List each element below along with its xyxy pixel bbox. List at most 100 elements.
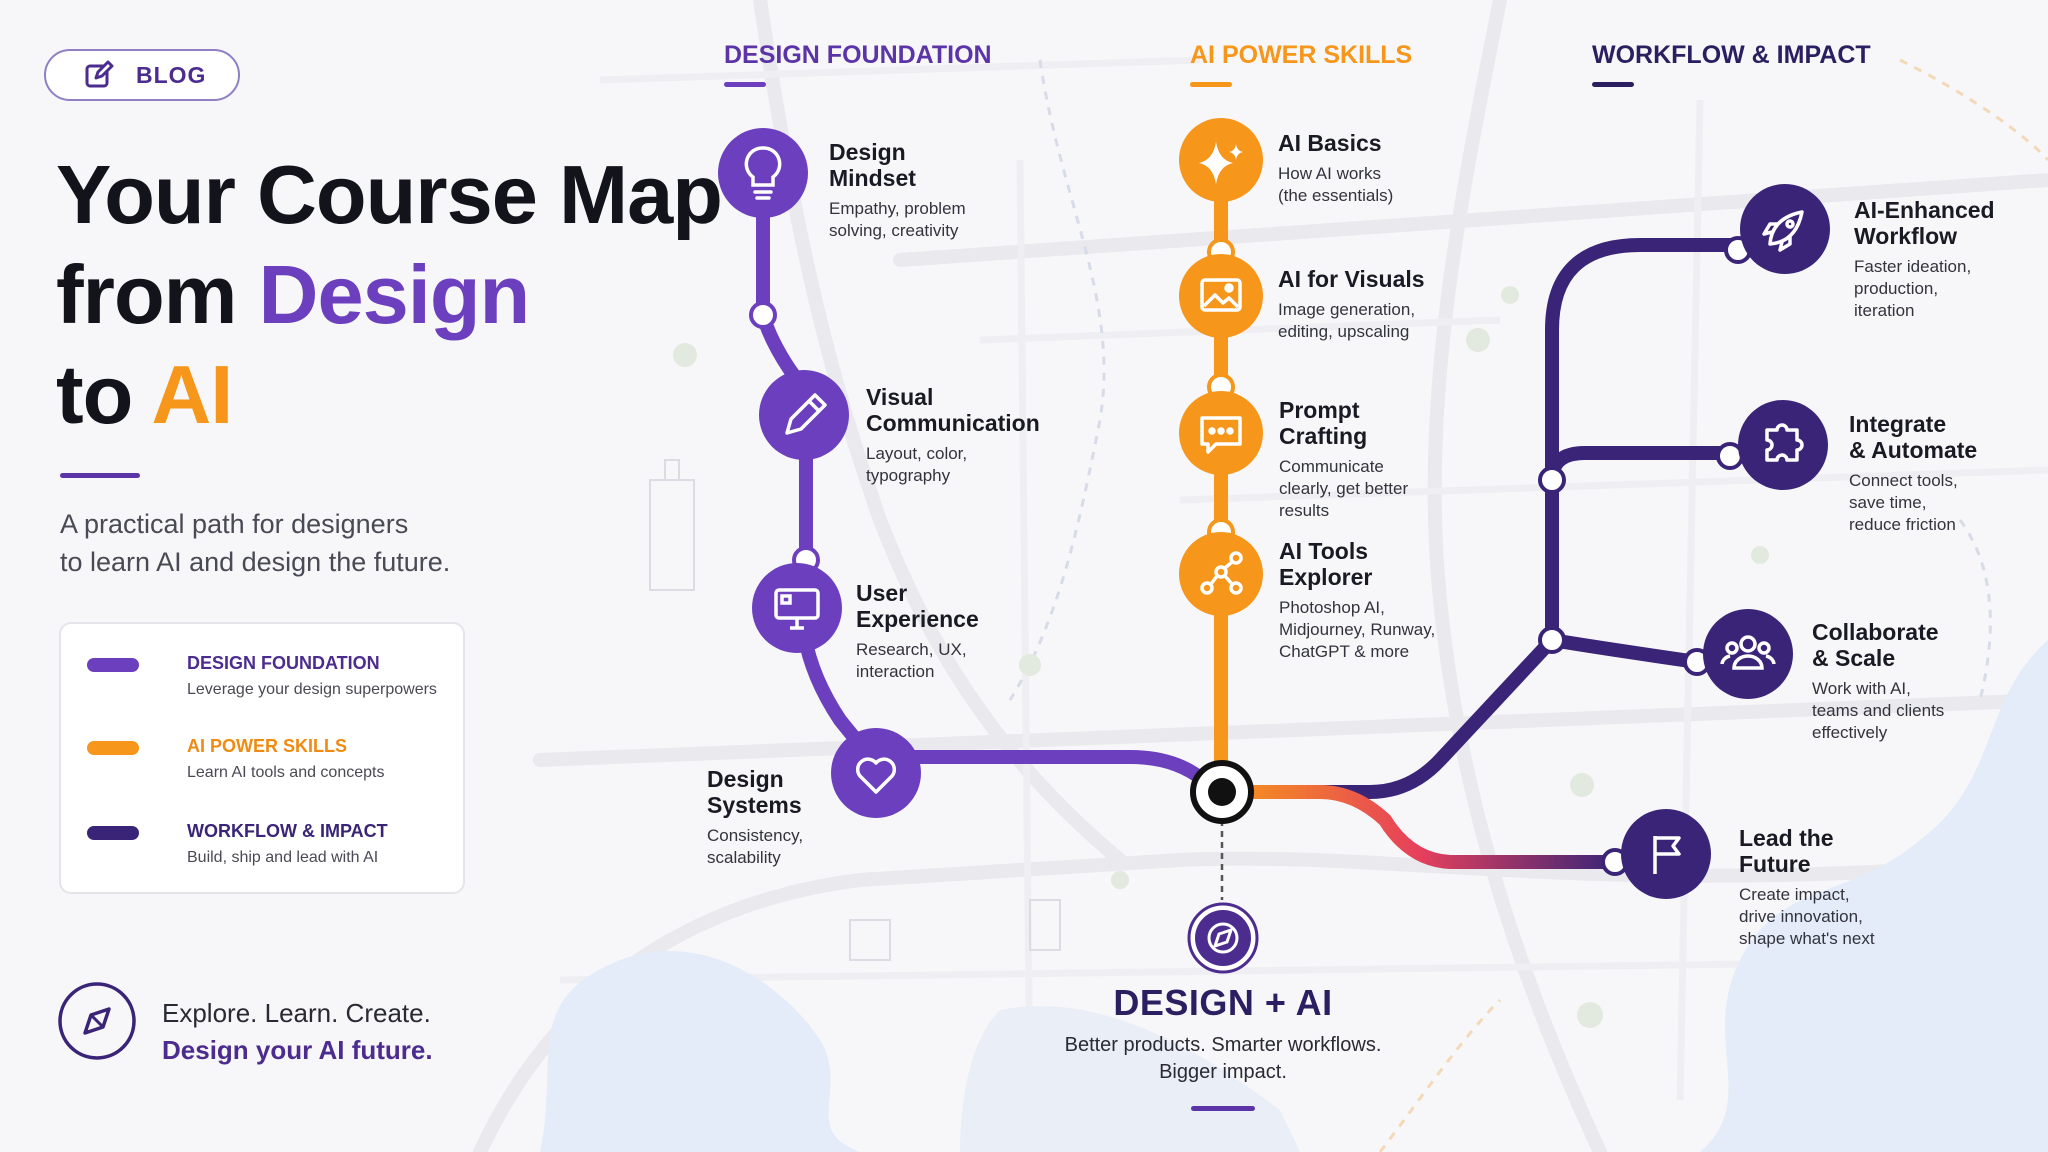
- legend-swatch: [87, 826, 139, 840]
- lightbulb-icon: [744, 146, 782, 200]
- stop-title: Prompt: [1279, 397, 1360, 423]
- stop-title: Lead the: [1739, 825, 1834, 851]
- stop-title: Crafting: [1279, 423, 1368, 449]
- hub-desc-line-1: Better products. Smarter workflows.: [1064, 1034, 1382, 1056]
- subtitle-line-2: to learn AI and design the future.: [60, 547, 451, 577]
- lead-label: Lead the Future Create impact,drive inno…: [1739, 825, 1875, 950]
- stop-title: AI Basics: [1278, 130, 1382, 156]
- stop-desc-line: teams and clients: [1812, 701, 1945, 720]
- legend-swatch: [87, 658, 139, 672]
- stop-desc-line: effectively: [1812, 723, 1888, 742]
- subtitle: A practical path for designers to learn …: [60, 505, 450, 581]
- workflow-route-line-lead: [1215, 785, 1622, 869]
- title-line-1: Your Course Map: [56, 148, 723, 241]
- stop-desc-line: Work with AI,: [1812, 679, 1911, 698]
- title-underline: [60, 473, 140, 478]
- title-line-2: from Design: [56, 245, 722, 345]
- stop-desc-line: Faster ideation,: [1854, 257, 1972, 276]
- column-header-design: DESIGN FOUNDATION: [724, 41, 992, 87]
- blog-button[interactable]: BLOG: [44, 49, 240, 101]
- stop-desc-line: Consistency,: [707, 826, 804, 845]
- stop-desc: Research, UX,interaction: [856, 639, 979, 683]
- stop-title: AI-Enhanced: [1854, 197, 1995, 223]
- stop-title: AI for Visuals: [1278, 266, 1425, 292]
- legend-card: DESIGN FOUNDATION Leverage your design s…: [59, 622, 465, 894]
- stop-desc: Consistency,scalability: [707, 825, 803, 869]
- design-mindset-station[interactable]: [718, 128, 808, 218]
- stop-title: & Scale: [1812, 645, 1896, 671]
- stop-title: Design: [707, 766, 784, 792]
- integrate-station[interactable]: [1738, 400, 1828, 490]
- tagline-line-1: Explore. Learn. Create.: [162, 998, 431, 1028]
- stop-title: & Automate: [1849, 437, 1978, 463]
- stop-desc: Image generation,editing, upscaling: [1278, 299, 1425, 343]
- visual-communication-station[interactable]: [759, 370, 849, 460]
- connector-dot: [1538, 466, 1566, 494]
- image-icon: [1200, 278, 1242, 312]
- hub-label: DESIGN + AI Better products. Smarter wor…: [1023, 982, 1423, 1111]
- ai-visuals-station[interactable]: [1179, 254, 1263, 338]
- ai-tools-station[interactable]: [1179, 532, 1263, 616]
- flag-icon: [1653, 836, 1681, 874]
- title-line-3: to AI: [56, 345, 722, 445]
- legend-name: AI POWER SKILLS: [187, 736, 348, 756]
- central-junction: [1190, 760, 1254, 824]
- stop-desc-line: Research, UX,: [856, 640, 967, 659]
- stop-desc-line: solving, creativity: [829, 221, 959, 240]
- sparkle-icon: [1199, 142, 1243, 184]
- user-experience-station[interactable]: [752, 563, 842, 653]
- design-route-line: [756, 175, 1229, 799]
- tagline-line-2: Design your AI future.: [162, 1035, 433, 1065]
- stop-desc-line: (the essentials): [1278, 186, 1394, 205]
- stop-desc: Faster ideation,production,iteration: [1854, 256, 1995, 322]
- ai-workflow-station[interactable]: [1740, 184, 1830, 274]
- monitor-icon: [774, 588, 820, 630]
- ai-tools-label: AI Tools Explorer Photoshop AI,Midjourne…: [1279, 538, 1435, 663]
- stop-desc-line: production,: [1854, 279, 1939, 298]
- ai-basics-label: AI Basics How AI works (the essentials): [1278, 130, 1393, 207]
- column-header-workflow: WORKFLOW & IMPACT: [1592, 41, 1871, 87]
- column-header-design-label: DESIGN FOUNDATION: [724, 41, 992, 69]
- stop-desc-line: How AI works: [1278, 164, 1381, 183]
- stop-desc-line: results: [1279, 501, 1330, 520]
- collaborate-station[interactable]: [1703, 609, 1793, 699]
- stop-desc: Work with AI, teams and clients effectivel…: [1812, 678, 1944, 744]
- workflow-route-line-integrate: [1545, 446, 1737, 487]
- hub-underline: [1191, 1106, 1255, 1111]
- hub-title: DESIGN + AI: [1113, 982, 1333, 1023]
- compass-icon: [58, 982, 136, 1060]
- rocket-icon: [1762, 210, 1804, 252]
- stop-desc-line: Communicate: [1279, 457, 1384, 476]
- ai-visuals-label: AI for Visuals Image generation,editing,…: [1278, 266, 1425, 343]
- stop-title: Future: [1739, 851, 1811, 877]
- prompt-crafting-station[interactable]: [1179, 391, 1263, 475]
- title-highlight-design: Design: [258, 248, 531, 341]
- workflow-route-line-collaborate: [1545, 633, 1704, 669]
- stop-desc-line: Connect tools,: [1849, 471, 1958, 490]
- design-systems-station[interactable]: [831, 728, 921, 818]
- stop-title: Explorer: [1279, 564, 1373, 590]
- stop-desc-line: ChatGPT & more: [1279, 642, 1410, 661]
- lead-station[interactable]: [1621, 809, 1711, 899]
- stop-desc: Layout, color,typography: [866, 443, 1040, 487]
- column-header-underline: [1190, 82, 1232, 87]
- title-line-2-prefix: from: [56, 248, 259, 341]
- hub-compass[interactable]: [1187, 902, 1259, 974]
- compass-icon: [1207, 922, 1239, 954]
- connector-dot: [749, 301, 777, 329]
- stop-desc-line: typography: [866, 466, 951, 485]
- stop-desc-line: editing, upscaling: [1278, 322, 1410, 341]
- ai-workflow-label: AI-Enhanced Workflow Faster ideation, pro…: [1854, 197, 1995, 322]
- workflow-route-line-main: [1215, 238, 1745, 799]
- visual-communication-label: Visual Communication Layout, color,typog…: [866, 384, 1040, 487]
- stop-title: Mindset: [829, 165, 916, 191]
- stop-title: Workflow: [1854, 223, 1958, 249]
- stop-title: AI Tools: [1279, 538, 1369, 564]
- design-systems-label: Design Systems Consistency,scalability: [707, 766, 803, 869]
- ai-basics-station[interactable]: [1179, 118, 1263, 202]
